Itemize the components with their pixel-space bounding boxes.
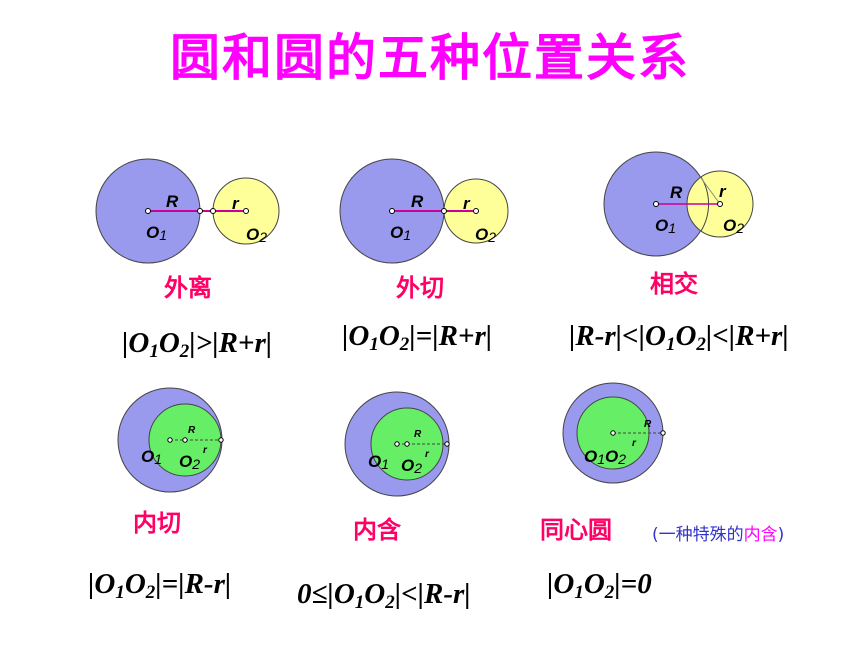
case-label: 外切 bbox=[396, 274, 444, 302]
radius-label-R: R bbox=[411, 192, 424, 211]
radius-label-R: R bbox=[188, 425, 196, 436]
tangent-point bbox=[441, 208, 447, 214]
center-point-o1 bbox=[167, 437, 173, 443]
point-label-o2: O2 bbox=[401, 456, 422, 476]
tangent-point bbox=[218, 437, 224, 443]
case-contained-figure: R r O1 O2 bbox=[344, 391, 450, 497]
case-external-tangent-figure: R r O1 O2 bbox=[339, 158, 509, 264]
case-internal-tangent-figure: R r O1 O2 bbox=[117, 387, 224, 493]
case-label: 内含 bbox=[353, 516, 402, 544]
point-label-o2: O2 bbox=[723, 216, 744, 236]
radius-label-r: r bbox=[463, 194, 471, 213]
radius-label-R: R bbox=[166, 192, 179, 211]
point-label-o1: O1 bbox=[655, 216, 676, 236]
case-label: 相交 bbox=[650, 270, 698, 298]
case-concentric-figure: R r O1O2 bbox=[562, 382, 666, 484]
point-label-o1o2: O1O2 bbox=[584, 447, 626, 467]
case-label: 同心圆 bbox=[540, 516, 612, 544]
radius-line bbox=[700, 177, 721, 205]
case-formula: |O1O2|=|R-r| bbox=[88, 568, 231, 603]
case-separate-figure: R r O1 O2 bbox=[95, 158, 280, 264]
point-label-o1: O1 bbox=[146, 223, 167, 243]
case-label: 内切 bbox=[133, 509, 181, 537]
radius-label-r: r bbox=[203, 445, 208, 456]
center-point bbox=[610, 430, 616, 436]
radius-label-r: r bbox=[425, 449, 430, 460]
radius-label-R: R bbox=[670, 183, 683, 202]
case-formula: |O1O2|=0 bbox=[547, 568, 652, 603]
radius-label-R: R bbox=[644, 419, 652, 430]
center-point-o2 bbox=[473, 208, 479, 214]
case-formula: |O1O2|>|R+r| bbox=[122, 327, 272, 362]
tangent-point bbox=[197, 208, 203, 214]
concentric-note: (一种特殊的内含) bbox=[652, 525, 784, 545]
center-point-o2 bbox=[717, 201, 723, 207]
center-point-o1 bbox=[653, 201, 659, 207]
radius-label-r: r bbox=[232, 194, 240, 213]
center-point-o1 bbox=[394, 441, 400, 447]
center-point-o2 bbox=[182, 437, 188, 443]
radius-label-r: r bbox=[632, 438, 637, 449]
tangent-point bbox=[444, 441, 450, 447]
case-formula: |R-r|<|O1O2|<|R+r| bbox=[569, 320, 789, 355]
tangent-point bbox=[210, 208, 216, 214]
center-point-o2 bbox=[243, 208, 249, 214]
point-label-o1: O1 bbox=[368, 452, 389, 472]
center-point-o1 bbox=[145, 208, 151, 214]
case-formula: |O1O2|=|R+r| bbox=[342, 320, 492, 355]
case-formula: 0≤|O1O2|<|R-r| bbox=[297, 578, 471, 613]
page-title: 圆和圆的五种位置关系 bbox=[170, 29, 690, 87]
radius-end-point bbox=[660, 430, 666, 436]
case-label: 外离 bbox=[164, 274, 212, 302]
center-point-o2 bbox=[404, 441, 410, 447]
radius-label-r: r bbox=[719, 182, 727, 201]
point-label-o1: O1 bbox=[390, 223, 411, 243]
point-label-o1: O1 bbox=[141, 447, 162, 467]
center-point-o1 bbox=[389, 208, 395, 214]
point-label-o2: O2 bbox=[475, 225, 496, 245]
point-label-o2: O2 bbox=[246, 225, 267, 245]
radius-label-R: R bbox=[414, 429, 422, 440]
point-label-o2: O2 bbox=[179, 452, 200, 472]
case-intersecting-figure: R r O1 O2 bbox=[603, 151, 754, 257]
